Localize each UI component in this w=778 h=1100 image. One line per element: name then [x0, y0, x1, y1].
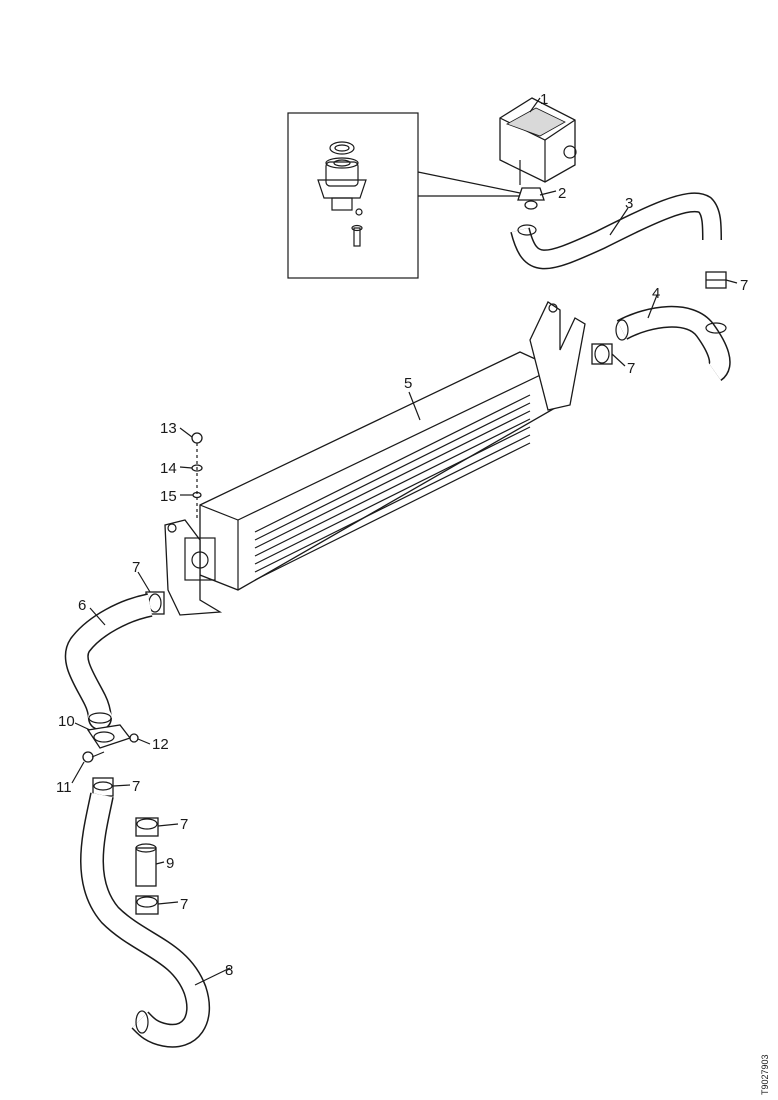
part-5-oil-cooler — [164, 301, 586, 616]
callout-13: 13 — [160, 420, 177, 437]
callout-2: 2 — [558, 185, 566, 202]
callout-7-a: 7 — [740, 277, 748, 294]
part-13-nut — [191, 432, 203, 444]
callout-7-c: 7 — [132, 559, 140, 576]
cooler-fins — [254, 394, 531, 581]
part-7-clamp-e — [135, 817, 159, 837]
part-6-hose — [64, 593, 153, 731]
part-7-clamp-a — [705, 271, 727, 289]
part-11-bolt — [82, 751, 105, 763]
part-8-hose — [80, 792, 211, 1048]
part-7-clamp-d — [92, 777, 114, 797]
callout-7-e: 7 — [180, 816, 188, 833]
part-7-clamp-f — [135, 895, 159, 915]
part-3-hose — [510, 192, 722, 270]
callout-4: 4 — [652, 285, 660, 302]
callout-12: 12 — [152, 736, 169, 753]
part-10-fitting — [86, 724, 132, 749]
callout-5: 5 — [404, 375, 412, 392]
callout-7-d: 7 — [132, 778, 140, 795]
callout-14: 14 — [160, 460, 177, 477]
callout-10: 10 — [58, 713, 75, 730]
callout-3: 3 — [625, 195, 633, 212]
part-12-bolt — [129, 733, 139, 743]
callout-7-b: 7 — [627, 360, 635, 377]
part-9-sleeve — [135, 843, 157, 887]
callout-11: 11 — [56, 779, 72, 796]
callout-9: 9 — [166, 855, 174, 872]
callouts: 1 2 3 4 5 6 7 7 7 7 7 7 8 9 10 11 12 13 … — [56, 91, 748, 979]
part-4-hose — [615, 305, 731, 382]
callout-6: 6 — [78, 597, 86, 614]
drawing-id: T9027903 — [760, 1054, 770, 1095]
callout-7-f: 7 — [180, 896, 188, 913]
part-1-housing — [499, 97, 577, 185]
callout-8: 8 — [225, 962, 233, 979]
callout-1: 1 — [540, 91, 548, 108]
leader-lines — [71, 97, 738, 986]
part-2-fitting — [517, 187, 545, 210]
part-7-clamp-b — [591, 343, 613, 365]
detail-inset — [287, 112, 419, 279]
callout-15: 15 — [160, 488, 177, 505]
